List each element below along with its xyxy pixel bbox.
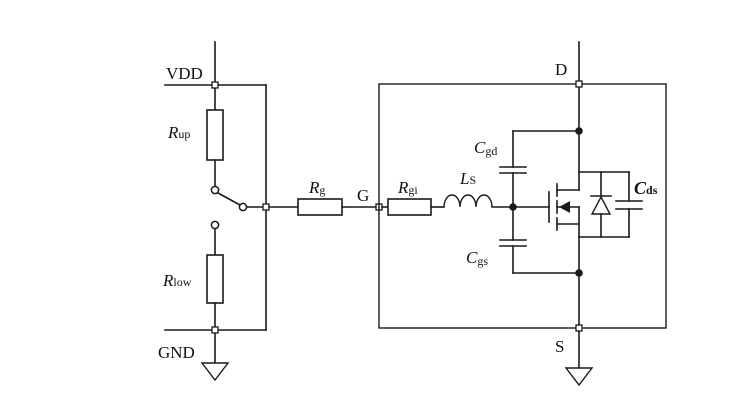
drain-label: D [555,60,567,79]
source-ground-icon [564,367,594,387]
driver-circuit [164,41,270,382]
rgi-resistor [387,198,432,216]
rup-label: Rup [167,123,190,142]
body-diode-icon [590,195,612,215]
rgi-label: Rgi [397,178,418,197]
cgd-label: Cgd [474,138,497,158]
drain-node [575,127,583,135]
switch-upper-contact [210,185,220,195]
driver-output-terminal [262,203,270,211]
gate-label: G [357,186,369,205]
gnd-label: GND [158,343,195,362]
rg-label: Rg [308,178,325,197]
package-outline [378,83,667,329]
source-terminal [575,324,583,332]
gnd-ground-icon [200,362,230,382]
switch-blade [216,191,242,207]
ls-inductor-icon [443,194,493,208]
rup-resistor [206,109,224,161]
source-node [575,269,583,277]
labels: VDD GND D S G Rup Rlow Rg Rgi LS Cgd Cgs… [158,60,658,362]
source-label: S [555,337,564,356]
rg-resistor [297,198,343,216]
rlow-label: Rlow [162,271,192,290]
switch-lower-contact [210,220,220,230]
gnd-terminal [211,326,219,334]
rlow-resistor [206,254,224,304]
switch-common-contact [238,202,248,212]
vdd-terminal [211,81,219,89]
vdd-label: VDD [166,64,203,83]
cds-label: Cds [634,178,658,198]
cgs-label: Cgs [466,248,488,268]
ls-label: LS [459,169,476,188]
mosfet-symbol [548,183,580,231]
mosfet-package [378,41,667,387]
drain-terminal [575,80,583,88]
fet-body-arrow-icon [559,201,570,213]
